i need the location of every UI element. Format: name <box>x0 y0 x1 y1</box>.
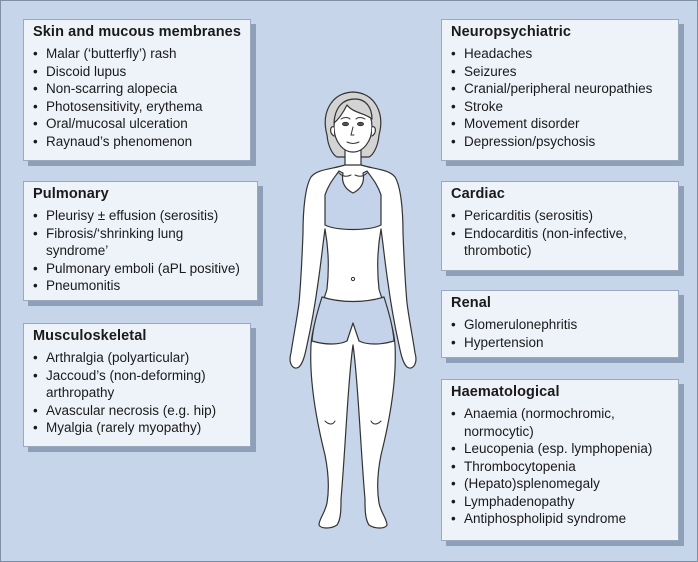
skin-panel: Skin and mucous membranes Malar (‘butter… <box>23 19 251 161</box>
list-item: Pulmonary emboli (aPL positive) <box>33 260 249 278</box>
list-item: Cranial/peripheral neuropathies <box>451 80 670 98</box>
sports-bra <box>324 170 382 231</box>
list-item: Jaccoud’s (non-deforming) arthropathy <box>33 367 242 402</box>
list-item: Headaches <box>451 45 670 63</box>
eyebrow-left <box>340 117 351 120</box>
knee-right <box>370 420 382 425</box>
knee-left <box>324 420 336 425</box>
list-item: Pneumonitis <box>33 277 249 295</box>
list-item: Avascular necrosis (e.g. hip) <box>33 402 242 420</box>
list-item: (Hepato)splenomegaly <box>451 475 670 493</box>
neuropsychiatric-list: Headaches Seizures Cranial/peripheral ne… <box>451 45 670 150</box>
fringe <box>333 98 373 124</box>
list-item: Antiphospholipid syndrome <box>451 510 670 528</box>
renal-title: Renal <box>451 295 491 311</box>
renal-panel: Renal Glomerulonephritis Hypertension <box>441 290 679 358</box>
list-item: Movement disorder <box>451 115 670 133</box>
haematological-panel: Haematological Anaemia (normochromic, no… <box>441 379 679 541</box>
body-outline <box>289 164 417 529</box>
list-item: Depression/psychosis <box>451 133 670 151</box>
cardiac-list: Pericarditis (serositis) Endocarditis (n… <box>451 207 670 260</box>
list-item: Leucopenia (esp. lymphopenia) <box>451 440 670 458</box>
haematological-title: Haematological <box>451 384 560 400</box>
eye-left <box>342 121 349 127</box>
list-item: Stroke <box>451 98 670 116</box>
cardiac-panel: Cardiac Pericarditis (serositis) Endocar… <box>441 181 679 271</box>
list-item: Malar (‘butterfly’) rash <box>33 45 242 63</box>
list-item: Anaemia (normochromic, normocytic) <box>451 405 670 440</box>
navel <box>350 276 356 282</box>
list-item: Raynaud’s phenomenon <box>33 133 242 151</box>
musculoskeletal-panel: Musculoskeletal Arthralgia (polyarticula… <box>23 323 251 447</box>
neuropsychiatric-panel: Neuropsychiatric Headaches Seizures Cran… <box>441 19 679 161</box>
cardiac-title: Cardiac <box>451 186 505 202</box>
list-item: Glomerulonephritis <box>451 316 670 334</box>
collarbone-left <box>338 172 352 177</box>
list-item: Discoid lupus <box>33 63 242 81</box>
renal-list: Glomerulonephritis Hypertension <box>451 316 670 351</box>
list-item: Seizures <box>451 63 670 81</box>
list-item: Fibrosis/‘shrinking lung syndrome’ <box>33 225 249 260</box>
neuropsychiatric-title: Neuropsychiatric <box>451 24 572 40</box>
skin-list: Malar (‘butterfly’) rash Discoid lupus N… <box>33 45 242 150</box>
shorts <box>311 296 395 345</box>
mouth <box>346 141 360 144</box>
list-item: Photosensitivity, erythema <box>33 98 242 116</box>
ear-left <box>330 126 335 137</box>
list-item: Oral/mucosal ulceration <box>33 115 242 133</box>
list-item: Pleurisy ± effusion (serositis) <box>33 207 249 225</box>
list-item: Hypertension <box>451 334 670 352</box>
ear-right <box>371 126 376 137</box>
list-item: Pericarditis (serositis) <box>451 207 670 225</box>
list-item: Endocarditis (non-infective, thrombotic) <box>451 225 670 260</box>
list-item: Thrombocytopenia <box>451 458 670 476</box>
musculoskeletal-list: Arthralgia (polyarticular) Jaccoud’s (no… <box>33 349 242 437</box>
pulmonary-panel: Pulmonary Pleurisy ± effusion (serositis… <box>23 181 258 301</box>
haematological-list: Anaemia (normochromic, normocytic) Leuco… <box>451 405 670 528</box>
eye-right <box>357 121 364 127</box>
nose <box>350 126 355 136</box>
collarbone-right <box>354 172 368 177</box>
list-item: Lymphadenopathy <box>451 493 670 511</box>
pulmonary-title: Pulmonary <box>33 186 109 202</box>
pulmonary-list: Pleurisy ± effusion (serositis) Fibrosis… <box>33 207 249 295</box>
list-item: Arthralgia (polyarticular) <box>33 349 242 367</box>
eyebrow-right <box>355 117 366 120</box>
female-body-figure <box>289 91 417 529</box>
skin-title: Skin and mucous membranes <box>33 24 241 40</box>
list-item: Myalgia (rarely myopathy) <box>33 419 242 437</box>
list-item: Non-scarring alopecia <box>33 80 242 98</box>
musculoskeletal-title: Musculoskeletal <box>33 328 147 344</box>
